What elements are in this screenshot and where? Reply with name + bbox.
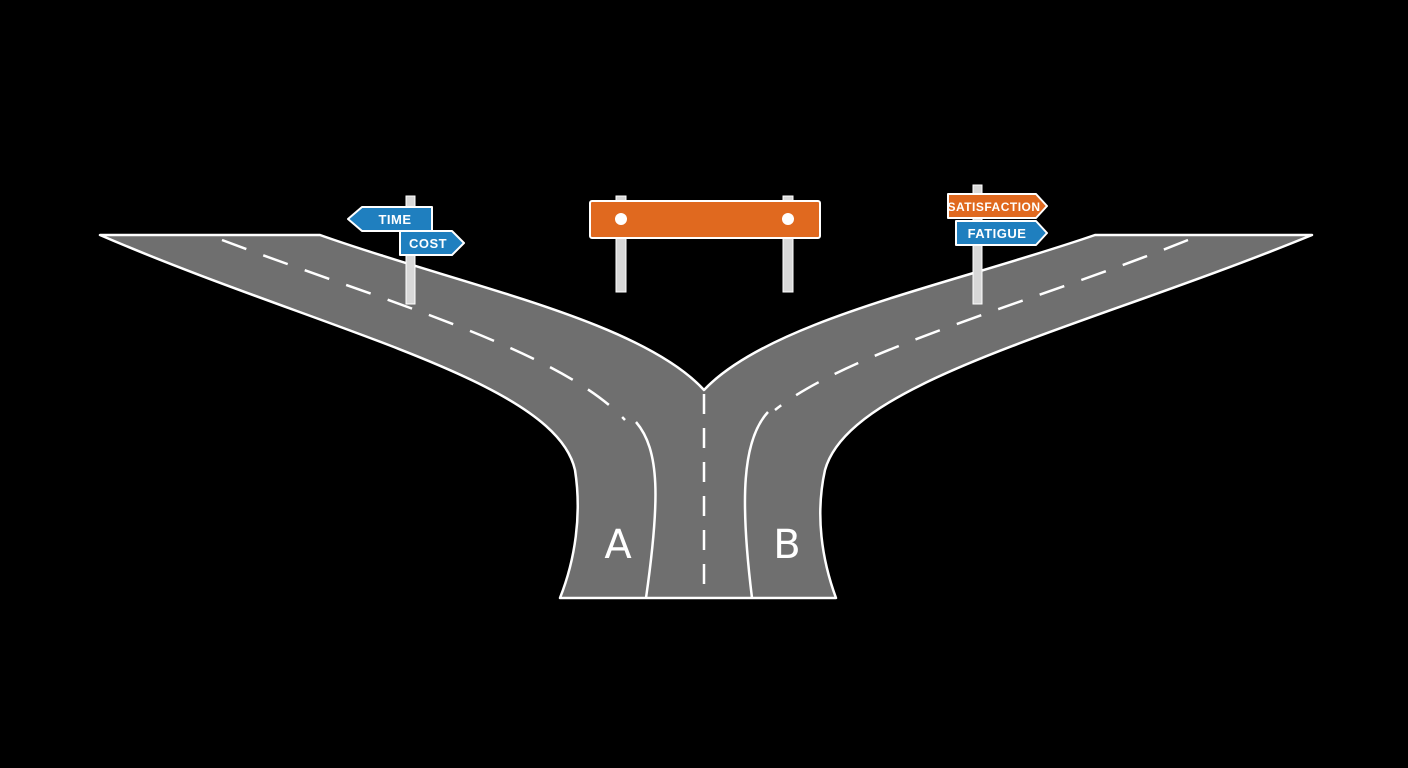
time-sign-label: TIME — [378, 212, 411, 227]
fatigue-sign-arrow — [955, 220, 1048, 246]
satisfaction-sign-label: SATISFACTION — [947, 200, 1040, 214]
barricade-icon — [589, 195, 821, 293]
cost-sign-label: COST — [409, 236, 447, 251]
left-solid-line — [635, 421, 657, 599]
lane-label-b: B — [773, 522, 800, 568]
right-lane-dashes — [774, 238, 1189, 411]
left-lane-dashes — [221, 238, 626, 421]
time-sign-arrow — [347, 206, 433, 232]
barrier-left-leg — [615, 195, 627, 293]
right-solid-line — [743, 411, 769, 599]
fatigue-sign-label: FATIGUE — [968, 226, 1027, 241]
road-surface — [98, 233, 1314, 600]
satisfaction-sign-arrow — [947, 193, 1048, 219]
left-signpost: TIME COST — [347, 195, 465, 305]
lane-label-a: A — [604, 522, 632, 568]
barrier-bolt-right — [782, 213, 794, 225]
cost-sign-arrow — [399, 230, 465, 256]
barrier-board — [589, 200, 821, 239]
barrier-right-leg — [782, 195, 794, 293]
barrier-bolt-left — [615, 213, 627, 225]
right-signpost: SATISFACTION FATIGUE — [947, 184, 1048, 305]
